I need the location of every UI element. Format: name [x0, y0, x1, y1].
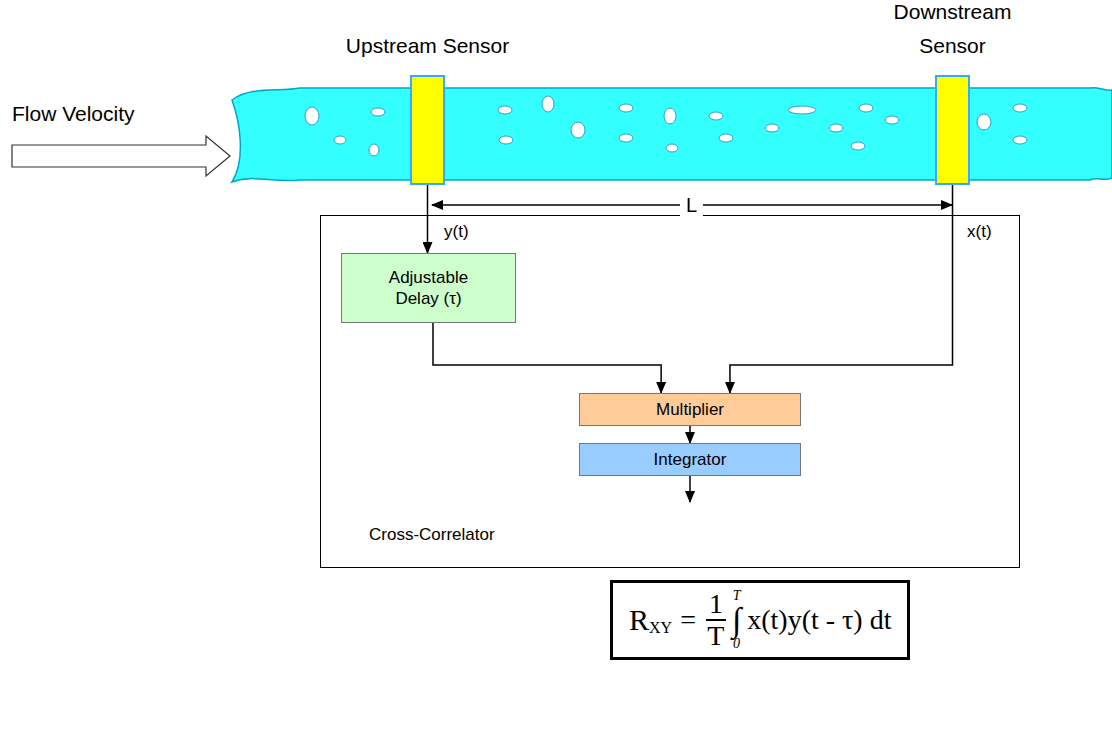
multiplier-box: Multiplier — [579, 393, 801, 426]
sensor-label: Downstream Sensor — [868, 0, 1038, 63]
downstream-sensor: Downstream Sensor — [935, 75, 970, 185]
dimension-label: L — [680, 194, 703, 217]
integrator-box: Integrator — [579, 443, 801, 476]
signal-connector — [689, 426, 691, 443]
signal-connector — [433, 323, 661, 393]
output-arrow — [689, 476, 691, 502]
flow-label: Flow Velocity — [12, 102, 135, 126]
box-title: Cross-Correlator — [369, 525, 495, 545]
fraction: 1T — [706, 589, 726, 651]
signal-connector — [427, 185, 429, 253]
flow-arrow — [12, 136, 230, 176]
formula-subscript: XY — [649, 619, 672, 637]
box-label: Integrator — [654, 450, 727, 470]
formula-box: RXY=1TT∫0x(t)y(t - τ) dt — [610, 580, 910, 660]
formula-integrand: x(t)y(t - τ) dt — [747, 604, 891, 636]
fraction-denominator: T — [707, 621, 724, 651]
pipe — [232, 88, 1112, 182]
integral-sign: ∫ — [732, 603, 741, 637]
cross-correlator-box: Cross-Correlator Adjustable Delay (τ) Mult… — [320, 215, 1020, 568]
formula-operator: = — [680, 604, 696, 636]
integral-upper-limit: T — [733, 589, 741, 603]
box-label: Adjustable Delay (τ) — [369, 267, 489, 309]
upstream-sensor: Upstream Sensor — [410, 75, 445, 185]
delay-box: Adjustable Delay (τ) — [341, 253, 516, 323]
fraction-numerator: 1 — [706, 589, 726, 621]
sensor-label: Upstream Sensor — [343, 29, 513, 63]
signal-name: x(t) — [965, 222, 994, 242]
box-label: Multiplier — [656, 400, 724, 420]
integral-lower-limit: 0 — [733, 637, 740, 651]
formula-symbol: R — [629, 603, 649, 637]
signal-name: y(t) — [442, 222, 471, 242]
integral: T∫0 — [732, 589, 741, 651]
signal-connector — [730, 185, 953, 393]
